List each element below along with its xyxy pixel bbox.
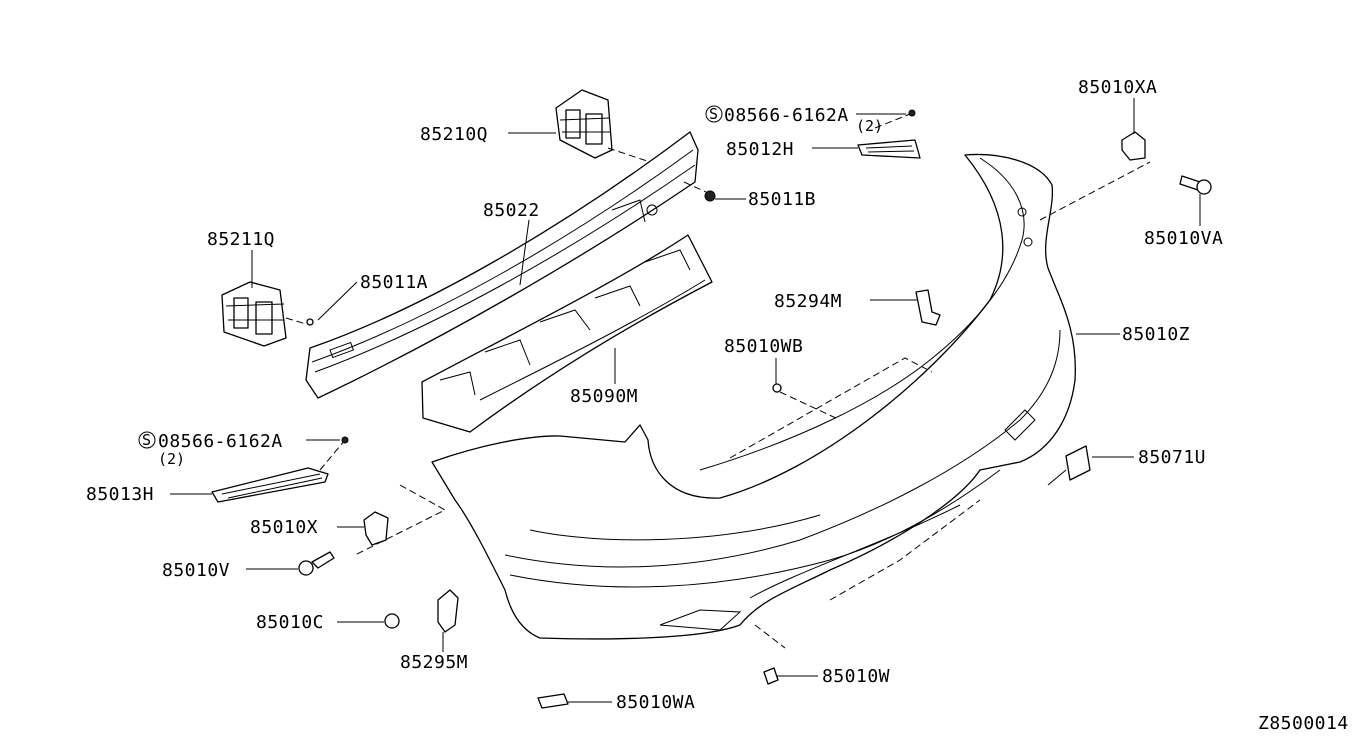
bumper-stay-upper[interactable]: [555, 89, 613, 159]
label-85210Q: 85210Q: [420, 124, 488, 145]
label-85010V: 85010V: [162, 560, 230, 581]
bolt-left-icon[interactable]: [341, 436, 349, 444]
clip-85010WB[interactable]: [772, 383, 782, 393]
s-mark-icon: S: [709, 105, 718, 123]
clip-85011B[interactable]: [704, 190, 716, 202]
label-85010C: 85010C: [256, 612, 324, 633]
label-85011B: 85011B: [748, 189, 816, 210]
bracket-85010X[interactable]: [363, 511, 389, 546]
label-85012H: 85012H: [726, 139, 794, 160]
label-85022: 85022: [483, 200, 540, 221]
diagram-id: Z8500014: [1258, 713, 1349, 734]
rear-bumper-fascia[interactable]: [431, 153, 1076, 640]
rear-bumper-energy-absorber[interactable]: [421, 234, 713, 433]
label-85010W: 85010W: [822, 666, 890, 687]
label-85011A: 85011A: [360, 272, 428, 293]
bracket-85010XA[interactable]: [1121, 131, 1146, 161]
label-85013H: 85013H: [86, 484, 154, 505]
label-85010XA: 85010XA: [1078, 77, 1157, 98]
bracket-85295M[interactable]: [437, 589, 459, 633]
cover-85071U[interactable]: [1047, 445, 1091, 486]
clip-85010C[interactable]: [384, 613, 400, 629]
bolt-left-callout: S 08566-6162A (2): [138, 431, 283, 468]
bumper-stay-lower[interactable]: [221, 281, 287, 347]
label-85010X: 85010X: [250, 517, 318, 538]
cover-85010WA[interactable]: [537, 693, 569, 709]
label-85211Q: 85211Q: [207, 229, 275, 250]
label-bolt-top-qty: (2): [856, 117, 883, 135]
label-85090M: 85090M: [570, 386, 638, 407]
mud-guard-85013H[interactable]: [211, 467, 329, 503]
s-mark-icon: S: [142, 431, 151, 449]
label-85295M: 85295M: [400, 652, 468, 673]
leader-lines: [170, 98, 1201, 703]
mud-guard-85012H[interactable]: [857, 139, 921, 159]
screw-85010VA[interactable]: [1179, 175, 1212, 195]
bolt-top-callout: S 08566-6162A (2): [705, 105, 883, 135]
label-85010WA: 85010WA: [616, 692, 695, 713]
label-85071U: 85071U: [1138, 447, 1206, 468]
label-bolt-left-qty: (2): [158, 450, 185, 468]
clip-85010W[interactable]: [763, 667, 779, 685]
screw-85010V[interactable]: [298, 551, 335, 576]
label-85294M: 85294M: [774, 291, 842, 312]
label-bolt-left: 08566-6162A: [158, 431, 283, 452]
bolt-top-icon[interactable]: [908, 109, 916, 117]
label-85010WB: 85010WB: [724, 336, 803, 357]
label-85010Z: 85010Z: [1122, 324, 1190, 345]
assembly-guide-lines: [285, 113, 1151, 649]
clip-85011A[interactable]: [306, 318, 314, 326]
label-bolt-top: 08566-6162A: [724, 105, 849, 126]
label-85010VA: 85010VA: [1144, 228, 1223, 249]
bracket-85294M[interactable]: [915, 289, 941, 326]
rear-bumper-reinforcement[interactable]: [305, 131, 699, 399]
